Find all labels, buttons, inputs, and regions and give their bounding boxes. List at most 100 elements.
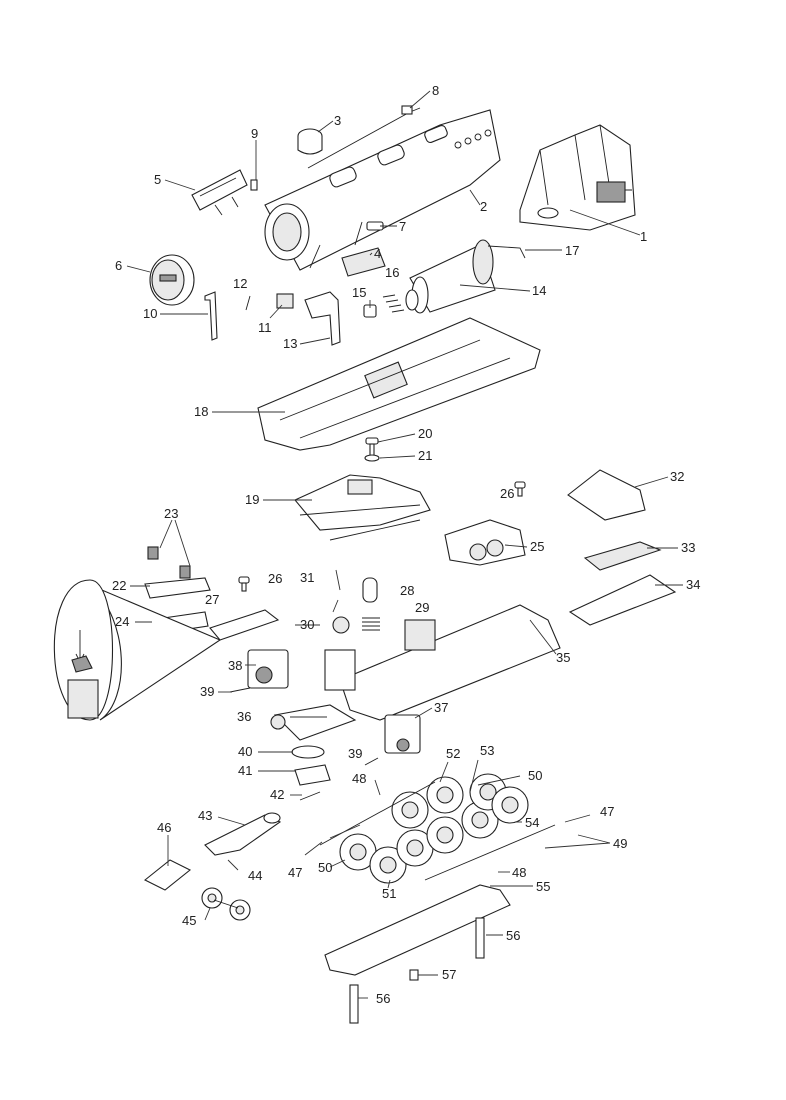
part-43-44-truck	[204, 812, 282, 856]
callout-50a: 50	[528, 768, 542, 783]
callout-1: 1	[640, 229, 647, 244]
callout-19: 19	[245, 492, 259, 507]
callout-30: 30	[300, 617, 314, 632]
part-13-bracket	[304, 291, 341, 346]
callout-37: 37	[434, 700, 448, 715]
callout-12: 12	[233, 276, 247, 291]
callout-27: 27	[205, 592, 219, 607]
callout-56a: 56	[506, 928, 520, 943]
callout-53: 53	[480, 743, 494, 758]
callout-57: 57	[442, 967, 456, 982]
part-28-30	[332, 577, 380, 634]
part-46	[143, 859, 192, 891]
callout-28: 28	[400, 583, 414, 598]
callout-33: 33	[681, 540, 695, 555]
callout-8: 8	[432, 83, 439, 98]
part-40-42	[291, 745, 331, 801]
callout-47b: 47	[600, 804, 614, 819]
part-25-valve	[444, 519, 526, 566]
callout-13: 13	[283, 336, 297, 351]
callout-51: 51	[382, 886, 396, 901]
callout-2: 2	[480, 199, 487, 214]
callout-47a: 47	[288, 865, 302, 880]
part-5-frame	[191, 169, 248, 216]
part-12-pin	[245, 295, 251, 311]
part-3-dome	[297, 128, 323, 155]
callout-34: 34	[686, 577, 700, 592]
callout-31: 31	[300, 570, 314, 585]
callout-38: 38	[228, 658, 242, 673]
part-36-38	[247, 649, 421, 754]
callout-4: 4	[374, 246, 381, 261]
part-10-bracket	[204, 291, 218, 341]
callout-49: 49	[613, 836, 627, 851]
callout-24: 24	[115, 614, 129, 629]
part-11	[276, 293, 294, 309]
part-56-57-pins	[349, 917, 485, 1024]
part-15-16-worm	[363, 289, 419, 318]
callout-48a: 48	[352, 771, 366, 786]
callout-56b: 56	[376, 991, 390, 1006]
part-32-34-tender	[567, 469, 677, 626]
callout-16: 16	[385, 265, 399, 280]
part-17-clip	[487, 245, 526, 259]
part-1-cab	[519, 124, 636, 231]
part-27-plate	[209, 609, 280, 641]
callout-54: 54	[525, 815, 539, 830]
part-39-screws	[229, 687, 379, 766]
callout-39b: 39	[348, 746, 362, 761]
part-6-smokebox-door	[149, 254, 195, 306]
part-47-54-drivers	[319, 773, 556, 884]
callout-40: 40	[238, 744, 252, 759]
part-2-boiler	[264, 109, 501, 271]
callout-6: 6	[115, 258, 122, 273]
part-14-motor	[409, 239, 496, 314]
part-9-pin	[250, 179, 258, 191]
callout-25: 25	[530, 539, 544, 554]
part-45-wheelset	[201, 887, 251, 921]
inset-detail	[53, 579, 222, 721]
part-19-assembly	[294, 474, 431, 541]
callout-17: 17	[565, 243, 579, 258]
callout-36: 36	[237, 709, 251, 724]
callout-10: 10	[143, 306, 157, 321]
callout-43: 43	[198, 808, 212, 823]
part-55-keeper	[324, 884, 511, 976]
leader-lines	[126, 90, 683, 999]
callout-42: 42	[270, 787, 284, 802]
callout-52: 52	[446, 746, 460, 761]
callout-15: 15	[352, 285, 366, 300]
callout-11: 11	[258, 320, 272, 335]
callout-7: 7	[399, 219, 406, 234]
callout-26b: 26	[268, 571, 282, 586]
part-4-plate	[341, 247, 386, 277]
callout-3: 3	[334, 113, 341, 128]
callout-5: 5	[154, 172, 161, 187]
callout-26a: 26	[500, 486, 514, 501]
part-18-frame	[257, 317, 541, 451]
part-35-chassis	[324, 604, 561, 721]
callout-32: 32	[670, 469, 684, 484]
callout-labels: 1 2 3 4 5 6 7 8 9 10 11 12 13 14 15 16 1…	[112, 83, 700, 1006]
callout-21: 21	[418, 448, 432, 463]
callout-46: 46	[157, 820, 171, 835]
callout-14: 14	[532, 283, 546, 298]
part-26-screws	[238, 481, 526, 592]
part-20-screw	[364, 437, 380, 462]
callout-44: 44	[248, 868, 262, 883]
callout-18: 18	[194, 404, 208, 419]
callout-48b: 48	[512, 865, 526, 880]
callout-20: 20	[418, 426, 432, 441]
callout-35: 35	[556, 650, 570, 665]
callout-22: 22	[112, 578, 126, 593]
callout-45: 45	[182, 913, 196, 928]
callout-23: 23	[164, 506, 178, 521]
part-8-rod	[307, 105, 421, 169]
callout-29: 29	[415, 600, 429, 615]
callout-41: 41	[238, 763, 252, 778]
callout-39a: 39	[200, 684, 214, 699]
callout-55: 55	[536, 879, 550, 894]
callout-50b: 50	[318, 860, 332, 875]
callout-9: 9	[251, 126, 258, 141]
